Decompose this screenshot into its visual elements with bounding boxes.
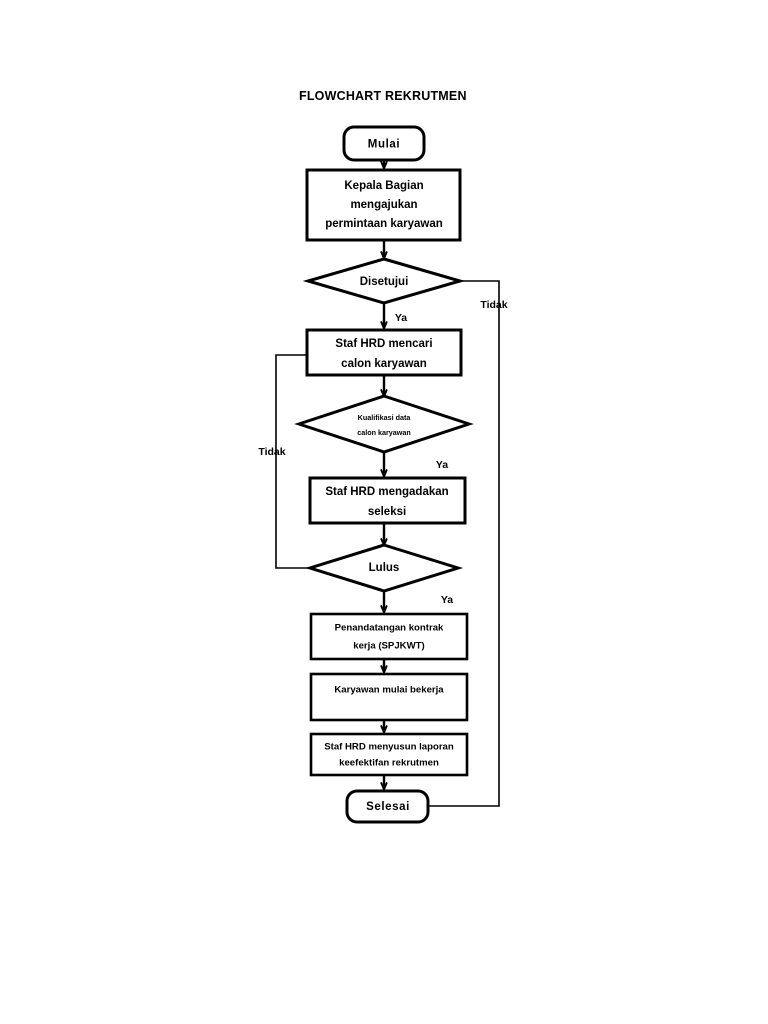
passed-label: Lulus bbox=[369, 562, 400, 574]
request-label-line2: mengajukan bbox=[350, 199, 417, 211]
node-selection[interactable]: Staf HRD mengadakan seleksi bbox=[308, 476, 467, 525]
search-label-line1: Staf HRD mencari bbox=[335, 338, 432, 350]
qualify-shape bbox=[294, 394, 474, 454]
start-shape bbox=[342, 125, 426, 162]
label-approved-no: Tidak bbox=[480, 299, 507, 311]
page-title: FLOWCHART REKRUTMEN bbox=[299, 89, 467, 103]
request-label-line1: Kepala Bagian bbox=[344, 180, 423, 192]
qualify-label-line1: Kualifikasi data bbox=[358, 413, 412, 422]
qualify-label-line2: calon karyawan bbox=[357, 428, 411, 437]
selection-label-line2: seleksi bbox=[368, 506, 406, 518]
passed-shape bbox=[304, 543, 464, 593]
node-contract[interactable]: Penandatangan kontrak kerja (SPJKWT) bbox=[309, 612, 469, 661]
node-request[interactable]: Kepala Bagian mengajukan permintaan kary… bbox=[305, 168, 462, 242]
selection-shape bbox=[308, 476, 467, 525]
report-shape bbox=[309, 732, 469, 777]
search-shape bbox=[305, 328, 463, 377]
node-search[interactable]: Staf HRD mencari calon karyawan bbox=[305, 328, 463, 377]
approved-label: Disetujui bbox=[360, 276, 409, 288]
node-start[interactable]: Mulai bbox=[342, 125, 426, 162]
end-label: Selesai bbox=[366, 801, 410, 813]
edge-approved-no-to-end bbox=[428, 280, 500, 807]
report-label-line1: Staf HRD menyusun laporan bbox=[324, 742, 454, 753]
contract-shape bbox=[309, 612, 469, 661]
label-passed-yes: Ya bbox=[441, 594, 453, 606]
request-label-line3: permintaan karyawan bbox=[325, 218, 443, 230]
node-report[interactable]: Staf HRD menyusun laporan keefektifan re… bbox=[309, 732, 469, 777]
report-label-line2: keefektifan rekrutmen bbox=[339, 758, 439, 769]
node-approved[interactable]: Disetujui bbox=[302, 257, 466, 305]
start-label: Mulai bbox=[368, 139, 400, 151]
search-label-line2: calon karyawan bbox=[341, 358, 427, 370]
label-approved-yes: Ya bbox=[395, 312, 407, 324]
node-working[interactable]: Karyawan mulai bekerja bbox=[309, 672, 469, 722]
node-passed[interactable]: Lulus bbox=[304, 543, 464, 593]
node-qualify[interactable]: Kualifikasi data calon karyawan bbox=[294, 394, 474, 454]
selection-label-line1: Staf HRD mengadakan bbox=[325, 486, 448, 498]
request-shape bbox=[305, 168, 462, 242]
contract-label-line1: Penandatangan kontrak bbox=[335, 623, 444, 634]
label-qualify-yes: Ya bbox=[436, 459, 448, 471]
node-end[interactable]: Selesai bbox=[345, 789, 430, 824]
approved-shape bbox=[302, 257, 466, 305]
label-qualify-no: Tidak bbox=[258, 446, 285, 458]
end-shape bbox=[345, 789, 430, 824]
edge-passed-no-to-search bbox=[275, 354, 310, 569]
contract-label-line2: kerja (SPJKWT) bbox=[353, 641, 424, 652]
working-shape bbox=[309, 672, 469, 722]
working-label: Karyawan mulai bekerja bbox=[334, 685, 444, 696]
